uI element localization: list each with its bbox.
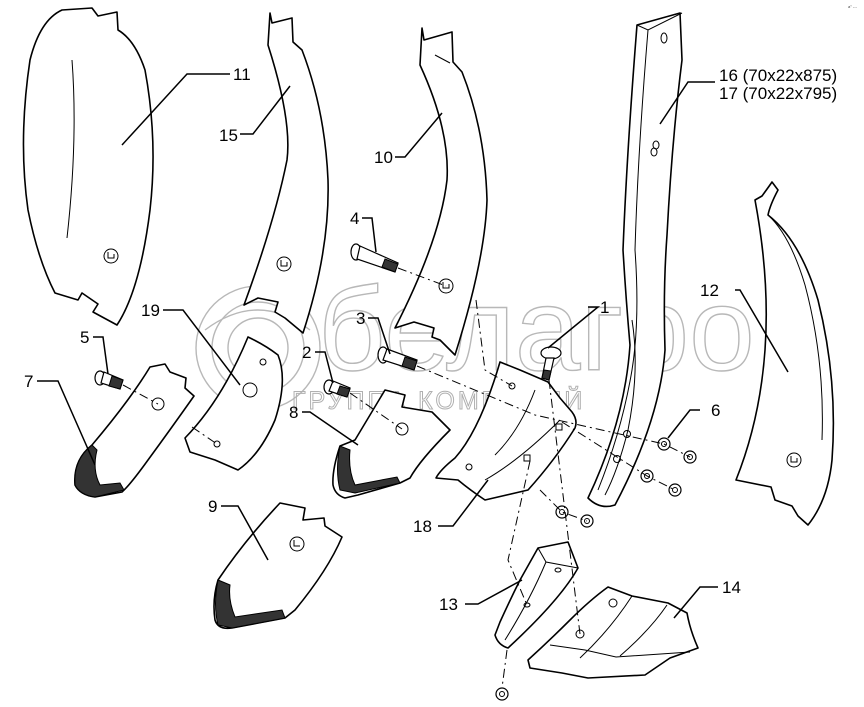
part-10-curved-blade bbox=[394, 27, 488, 356]
callout-6: 6 bbox=[711, 401, 720, 420]
callout-10: 10 bbox=[374, 148, 393, 167]
callout-11: 11 bbox=[233, 65, 251, 84]
callout-12: 12 bbox=[700, 281, 719, 300]
part-16-17-shank bbox=[587, 12, 683, 508]
part-3-bolt bbox=[377, 346, 418, 371]
part-11-wing-plate bbox=[22, 7, 154, 326]
part-5-bolt bbox=[94, 370, 124, 390]
callout-18: 18 bbox=[413, 517, 432, 536]
part-14-deflector bbox=[527, 586, 699, 679]
callout-5: 5 bbox=[80, 328, 89, 347]
callout-16: 16 (70x22x875) bbox=[719, 66, 837, 85]
callout-9: 9 bbox=[208, 497, 217, 516]
part-9-point bbox=[213, 502, 343, 630]
callout-labels: 11 15 10 16 (70x22x875) 17 (70x22x795) 4… bbox=[24, 65, 837, 614]
part-1-bolt bbox=[540, 346, 562, 381]
watermark-brand: белагро bbox=[318, 264, 755, 396]
callout-3: 3 bbox=[356, 309, 365, 328]
callout-4: 4 bbox=[350, 209, 359, 228]
callout-2: 2 bbox=[302, 343, 311, 362]
callout-13: 13 bbox=[439, 595, 458, 614]
callout-1: 1 bbox=[600, 298, 609, 317]
corner-mark: a° --- bbox=[848, 4, 858, 9]
part-18-holder bbox=[435, 361, 577, 501]
callout-14: 14 bbox=[722, 578, 741, 597]
part-15-curved-blade bbox=[243, 12, 329, 334]
callout-15: 15 bbox=[219, 126, 238, 145]
part-12-side-wing bbox=[735, 181, 835, 526]
part-4-bolt bbox=[350, 243, 399, 273]
part-8-point bbox=[332, 389, 451, 499]
assembly-centerlines bbox=[122, 267, 691, 689]
callout-19: 19 bbox=[141, 301, 160, 320]
callout-leaders bbox=[37, 73, 789, 619]
part-7-point bbox=[74, 363, 195, 498]
callout-7: 7 bbox=[24, 372, 33, 391]
callout-8: 8 bbox=[289, 403, 298, 422]
part-13-bracket bbox=[494, 541, 579, 649]
part-2-bolt bbox=[323, 379, 351, 398]
part-19-shield bbox=[184, 336, 284, 471]
callout-17: 17 (70x22x795) bbox=[719, 84, 837, 103]
